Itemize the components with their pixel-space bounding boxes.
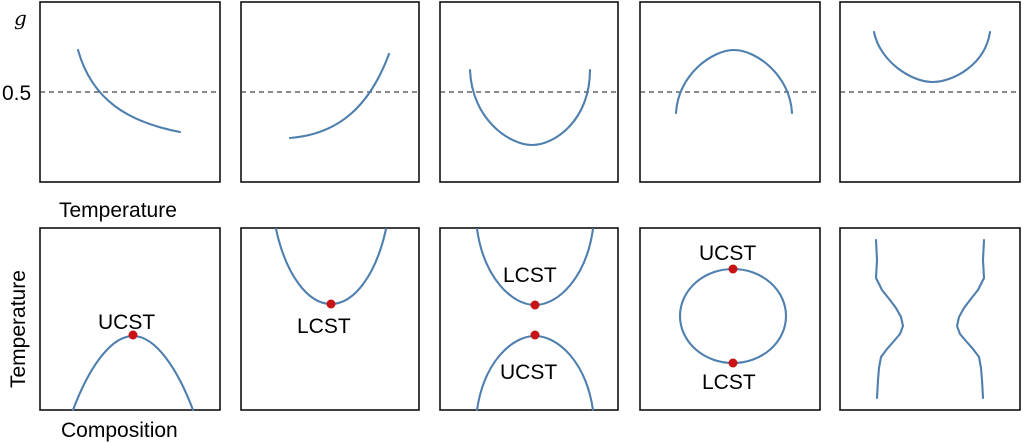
panel-frame (839, 227, 1021, 411)
ucst-critical-point (128, 330, 138, 340)
lcst-binodal-curve (274, 227, 388, 306)
top-panel-5 (839, 1, 1021, 183)
lcst-label: LCST (297, 315, 351, 338)
top-panel-2 (240, 1, 420, 183)
reference-value-label: 0.5 (2, 82, 31, 105)
panel-frame (240, 227, 420, 411)
ucst-label: UCST (699, 242, 756, 265)
ucst-label: UCST (500, 361, 557, 384)
right-binodal-curve (955, 238, 986, 400)
bottom-panel-1: UCST (39, 227, 221, 412)
inverted-u-curve (674, 48, 794, 115)
panel-frame (639, 227, 821, 411)
bottom-y-axis-label: Temperature (7, 270, 30, 388)
top-x-axis-label: Temperature (59, 199, 177, 222)
bottom-panel-5 (839, 227, 1021, 411)
closed-loop-binodal-curve (678, 267, 788, 365)
lcst-critical-point (530, 300, 540, 310)
lcst-label: LCST (702, 371, 756, 394)
ucst-critical-point (530, 330, 540, 340)
top-panel-1 (39, 1, 221, 183)
lcst-critical-point (326, 299, 336, 309)
bottom-panel-4: UCST LCST (639, 227, 821, 411)
top-panel-3 (439, 1, 619, 183)
left-binodal-curve (874, 238, 905, 400)
lcst-critical-point (728, 358, 738, 368)
decreasing-curve (76, 48, 182, 134)
bottom-x-axis-label: Composition (61, 419, 178, 442)
panel-frame (39, 227, 221, 411)
ucst-binodal-curve (71, 334, 195, 412)
increasing-curve (288, 52, 391, 140)
u-shaped-curve (872, 30, 992, 84)
bottom-panel-2: LCST (240, 227, 420, 411)
ucst-critical-point (728, 264, 738, 274)
bottom-panel-3: LCST UCST (439, 227, 619, 412)
lcst-label: LCST (503, 264, 557, 287)
u-shaped-curve (468, 68, 592, 147)
panel-frame (439, 227, 619, 411)
panel-frame (439, 1, 619, 183)
g-axis-label: g (14, 6, 27, 30)
panel-frame (240, 1, 420, 183)
ucst-label: UCST (98, 311, 155, 334)
top-panel-4 (639, 1, 821, 183)
